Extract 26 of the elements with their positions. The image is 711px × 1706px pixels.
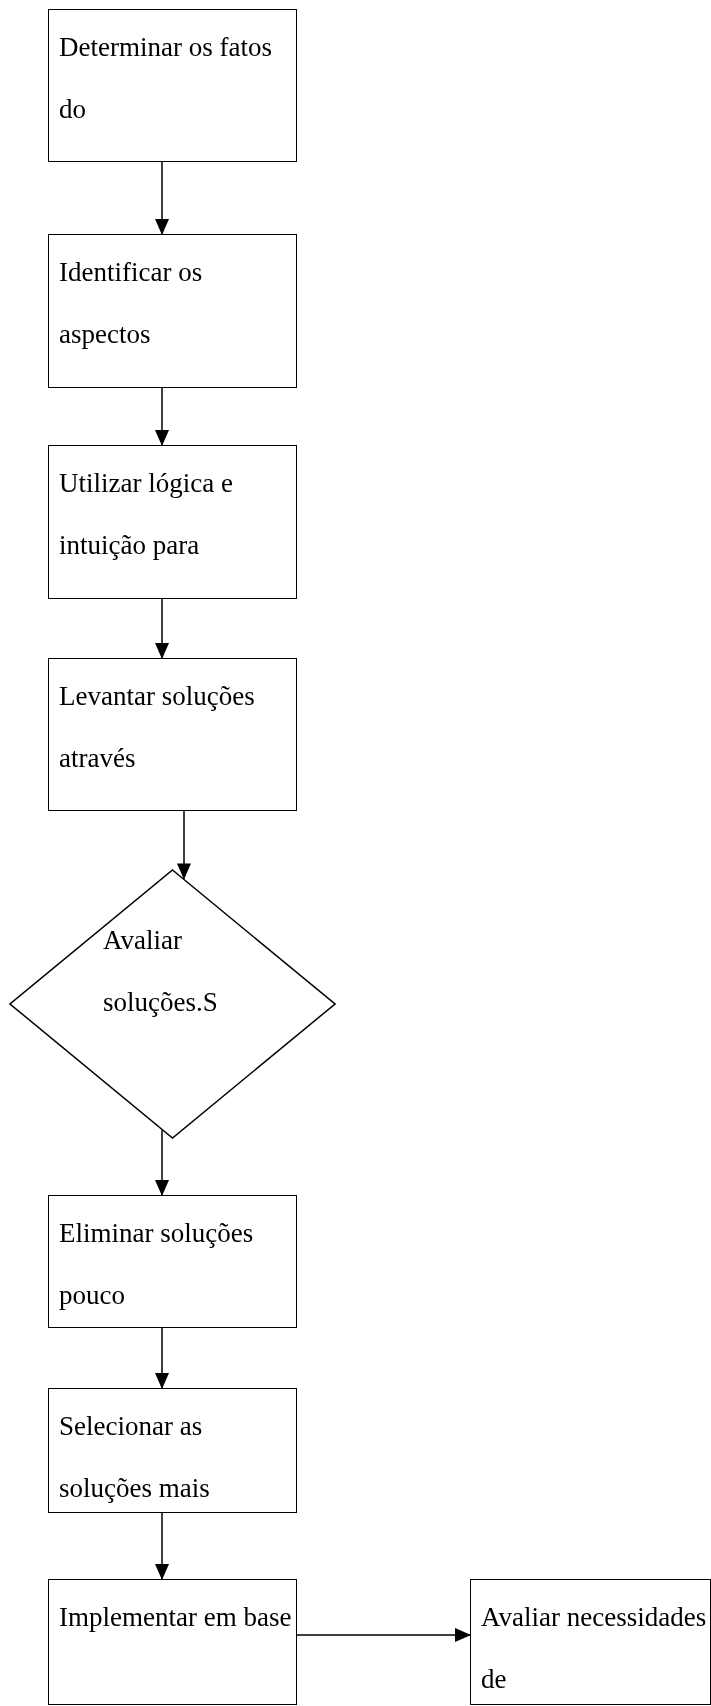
process-box: [48, 1388, 297, 1513]
process-box: [48, 1579, 297, 1705]
process-box: [48, 658, 297, 811]
process-box: [48, 445, 297, 599]
step-text: Utilizar lógica e intuição para: [59, 467, 234, 562]
arrow: [296, 1628, 471, 1642]
step-text: Selecionar as soluções mais: [59, 1410, 211, 1505]
arrow: [155, 1129, 169, 1196]
step-text: Avaliar soluções.S: [103, 924, 219, 1019]
step-text: Levantar soluções através: [59, 680, 256, 775]
process-box: [48, 1195, 297, 1328]
arrow: [177, 810, 191, 880]
decision-diamond: [9, 869, 336, 1139]
arrow: [155, 161, 169, 235]
step-text: Eliminar soluções pouco: [59, 1217, 255, 1312]
arrow: [155, 598, 169, 659]
step-text: Avaliar necessidades de: [481, 1601, 708, 1696]
step-text: Implementar em base: [59, 1601, 293, 1634]
process-box: [470, 1579, 711, 1705]
arrow: [155, 1512, 169, 1580]
process-box: [48, 234, 297, 388]
arrow: [155, 1327, 169, 1389]
arrow: [155, 387, 169, 446]
process-box: [48, 9, 297, 162]
step-text: Identificar os aspectos: [59, 256, 204, 351]
step-text: Determinar os fatos do: [59, 31, 273, 126]
